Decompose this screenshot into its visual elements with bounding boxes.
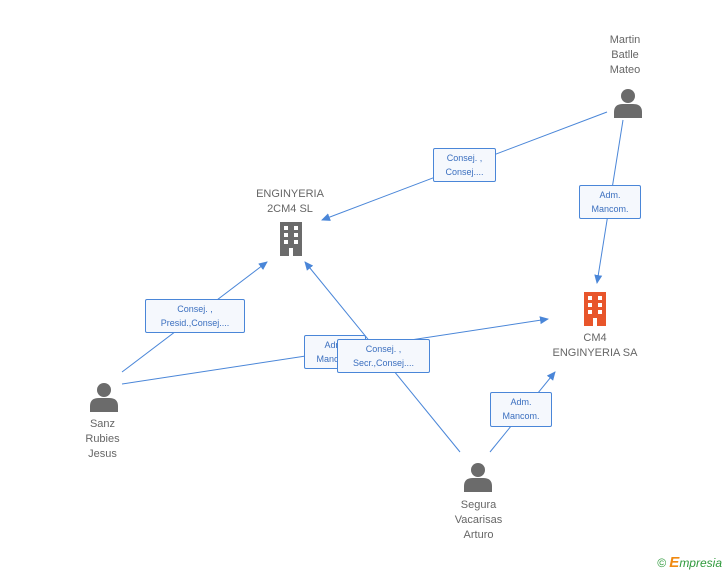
role-label-segura-2cm4[interactable]: Consej. , Secr.,Consej.... xyxy=(337,339,430,373)
brand-name: mpresia xyxy=(679,556,722,570)
company-label-cm4-enginyeria[interactable]: CM4 ENGINYERIA SA xyxy=(552,332,638,359)
person-icon[interactable] xyxy=(89,382,119,412)
role-label-martin-cm4[interactable]: Adm. Mancom. xyxy=(579,185,641,219)
empresia-watermark: © Empresia xyxy=(657,554,722,571)
role-label-sanz-2cm4[interactable]: Consej. , Presid.,Consej.... xyxy=(145,299,245,333)
person-label-segura[interactable]: Segura Vacarisas Arturo xyxy=(454,499,503,541)
building-icon[interactable] xyxy=(278,222,306,258)
company-label-enginyeria-2cm4[interactable]: ENGINYERIA 2CM4 SL xyxy=(256,188,324,215)
person-icon[interactable] xyxy=(463,462,493,492)
copyright-symbol: © xyxy=(657,556,666,570)
brand-initial: E xyxy=(669,554,680,571)
person-icon[interactable] xyxy=(613,88,643,118)
person-label-sanz[interactable]: Sanz Rubies Jesus xyxy=(85,418,120,460)
person-label-martin[interactable]: Martin Batlle Mateo xyxy=(609,34,641,76)
building-icon[interactable] xyxy=(582,292,610,328)
role-label-martin-2cm4[interactable]: Consej. , Consej.... xyxy=(433,148,496,182)
role-label-segura-cm4[interactable]: Adm. Mancom. xyxy=(490,392,552,427)
